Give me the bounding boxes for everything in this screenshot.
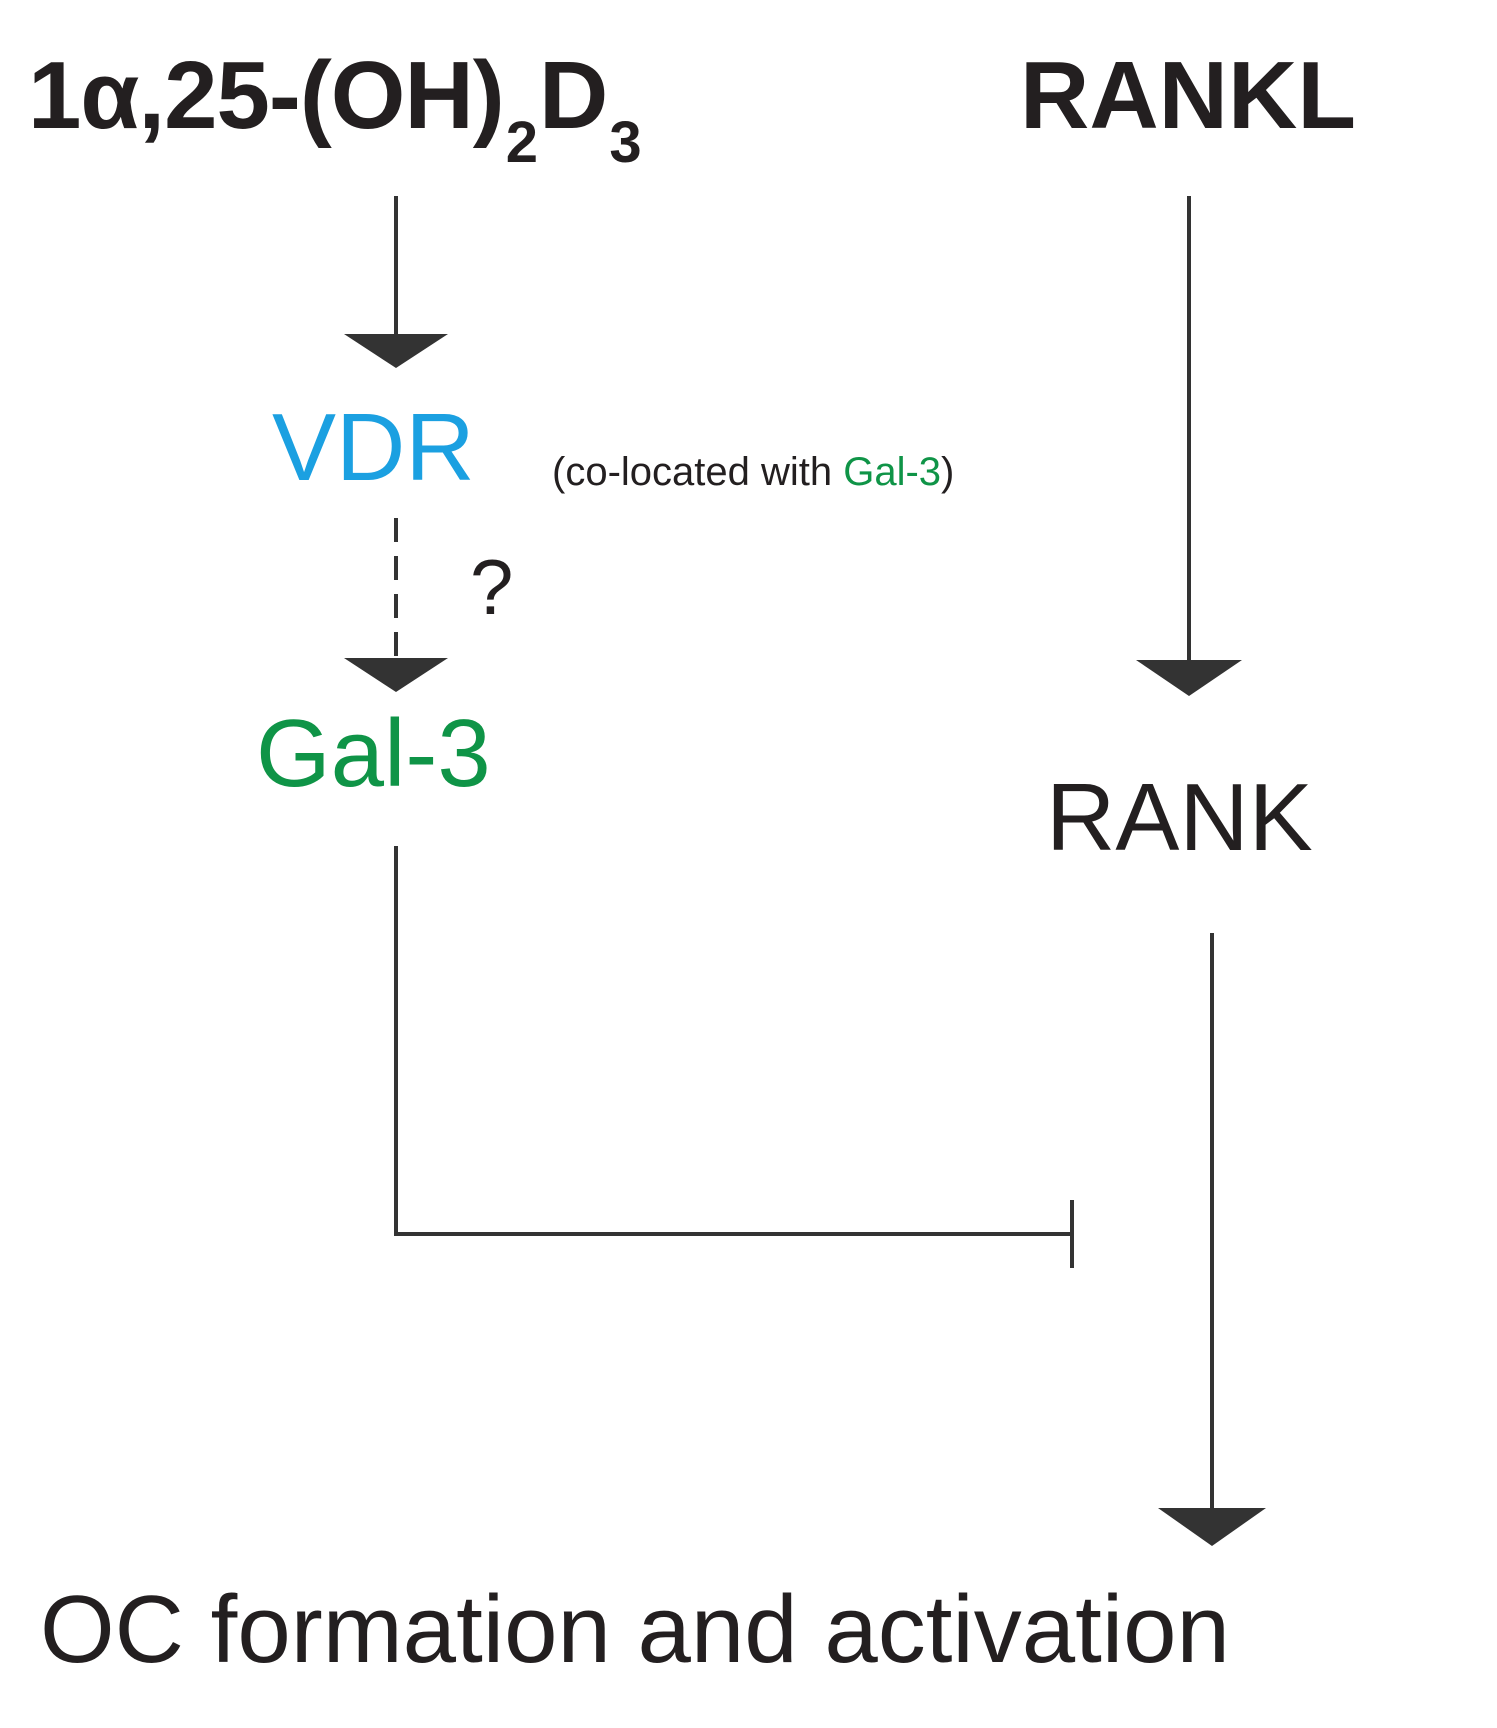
vitamin-d-mid-text: D — [539, 42, 608, 149]
rankl-node: RANKL — [1020, 42, 1356, 149]
rank-node: RANK — [1046, 764, 1313, 871]
vdr-colocation-note: (co-located with Gal-3) — [552, 452, 954, 492]
vdr-node: VDR — [272, 394, 475, 501]
note-open-text: (co-located with — [552, 450, 844, 494]
inhibition-gal3-path — [394, 846, 1072, 1236]
uncertain-question-mark: ? — [470, 543, 514, 631]
arrowhead-rankl-to-rank — [1136, 660, 1242, 696]
vitamin-d-node: 1α,25-(OH)2D3 — [28, 48, 643, 172]
oc-formation-outcome: OC formation and activation — [40, 1576, 1230, 1683]
arrowhead-vitd-to-vdr — [344, 334, 448, 368]
note-close-text: ) — [941, 450, 955, 494]
vitamin-d-main-text: 1α,25-(OH) — [28, 42, 505, 149]
gal3-node: Gal-3 — [256, 700, 491, 807]
vitamin-d-subscript-2: 2 — [505, 110, 538, 175]
arrowhead-vdr-to-gal3 — [344, 658, 448, 692]
note-gal3-highlight: Gal-3 — [843, 450, 942, 494]
vitamin-d-subscript-3: 3 — [609, 110, 641, 175]
arrowhead-rank-to-oc — [1158, 1508, 1266, 1546]
